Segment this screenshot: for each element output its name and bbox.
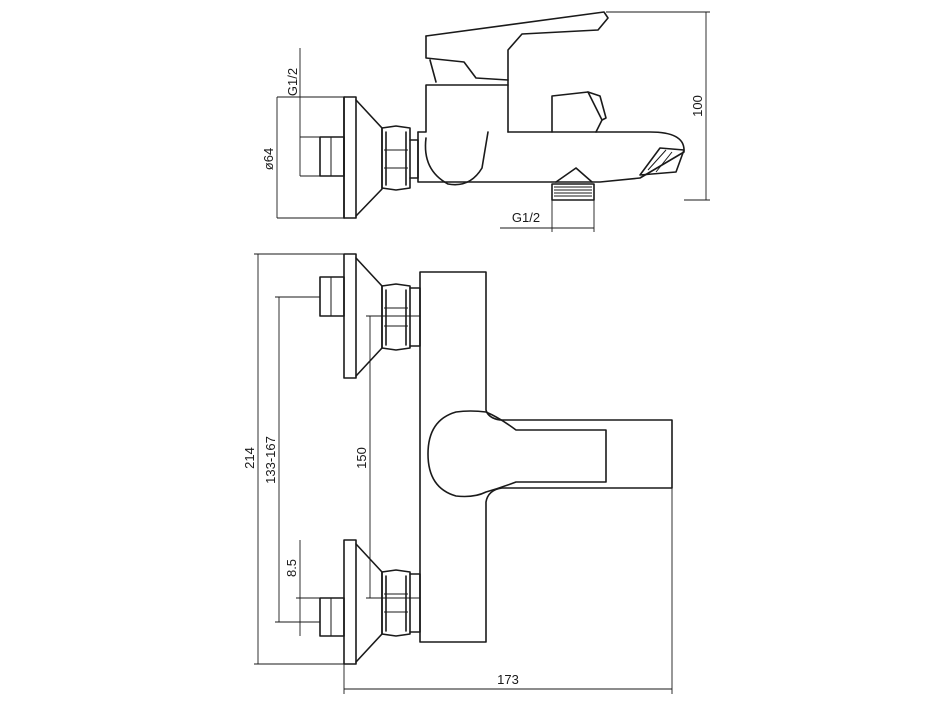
dim-height-label: 100 [690,95,705,117]
front-view-lower-hex-nut [381,569,421,637]
front-view-upper-hex-nut [381,283,421,351]
dim-adjust-range-label: 133-167 [263,436,278,484]
dim-diameter: ø64 [261,96,344,219]
dim-thread-top: G1/2 [285,48,320,177]
front-view-lower-flange [343,539,383,665]
side-view-hex-nut [381,125,419,191]
dim-adjust-range: 133-167 [263,296,320,623]
dim-height: 100 [606,11,710,201]
side-view-diverter [551,91,607,133]
side-view-inlet-pipe [319,136,345,177]
dim-offset: 8.5 [284,540,320,636]
side-view: G1/2 ø64 100 G1/2 [261,11,710,232]
dim-center-distance: 150 [354,315,420,599]
dim-thread-top-label: G1/2 [285,68,300,96]
front-view-lower-inlet-pipe [319,597,345,637]
dim-thread-bottom: G1/2 [500,200,595,232]
front-view-handle [427,410,607,498]
dim-center-distance-label: 150 [354,447,369,469]
dim-width: 173 [343,488,673,694]
dim-width-label: 173 [497,672,519,687]
side-view-handle [425,11,609,86]
dim-thread-bottom-label: G1/2 [512,210,540,225]
front-view: 214 133-167 150 8.5 173 [242,253,673,694]
front-view-body [419,271,673,643]
dim-diameter-label: ø64 [261,148,276,170]
dim-total-height: 214 [242,253,344,665]
side-view-body [417,84,685,186]
dim-offset-label: 8.5 [284,559,299,577]
front-view-upper-inlet-pipe [319,276,345,317]
side-view-bottom-outlet [551,167,595,201]
dim-total-height-label: 214 [242,447,257,469]
side-view-flange [343,96,383,219]
